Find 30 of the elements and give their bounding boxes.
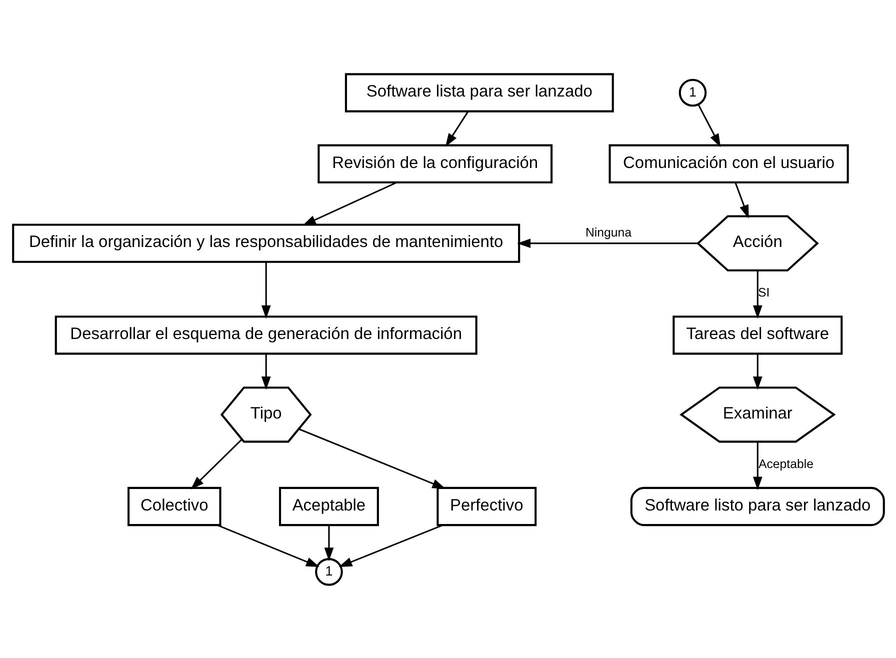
node-box: Revisión de la configuración: [317, 144, 552, 183]
arrow: [444, 110, 468, 146]
node-box: Aceptable: [278, 486, 378, 526]
node-box: Perfectivo: [436, 486, 536, 526]
edge-label: Ninguna: [584, 225, 632, 240]
node-box: Desarrollar el esquema de generación de información: [54, 315, 477, 354]
node-box: Software lista para ser lanzado: [344, 72, 614, 112]
node-box: Definir la organización y las responsabilidades de mantenimiento: [12, 223, 520, 262]
arrow: [516, 238, 698, 248]
arrow: [190, 438, 242, 490]
arrow: [260, 262, 270, 318]
arrow: [752, 353, 762, 390]
arrow: [260, 353, 270, 390]
arrow: [734, 182, 748, 218]
arrow: [302, 181, 397, 226]
arrow: [697, 104, 720, 147]
arrow: [324, 524, 334, 561]
arrow: [752, 270, 762, 318]
arrow: [298, 428, 446, 488]
node-circle: 1: [314, 558, 342, 586]
edge-label: SI: [757, 285, 770, 300]
node-box: Tareas del software: [672, 315, 842, 354]
arrow: [338, 524, 442, 566]
node-box: Colectivo: [127, 486, 221, 526]
edge-label: Aceptable: [758, 456, 813, 470]
node-box: Comunicación con el usuario: [608, 144, 848, 183]
node-circle: 1: [678, 78, 706, 106]
node-box: Software listo para ser lanzado: [630, 486, 884, 526]
arrow: [752, 441, 762, 490]
arrow: [216, 524, 319, 567]
